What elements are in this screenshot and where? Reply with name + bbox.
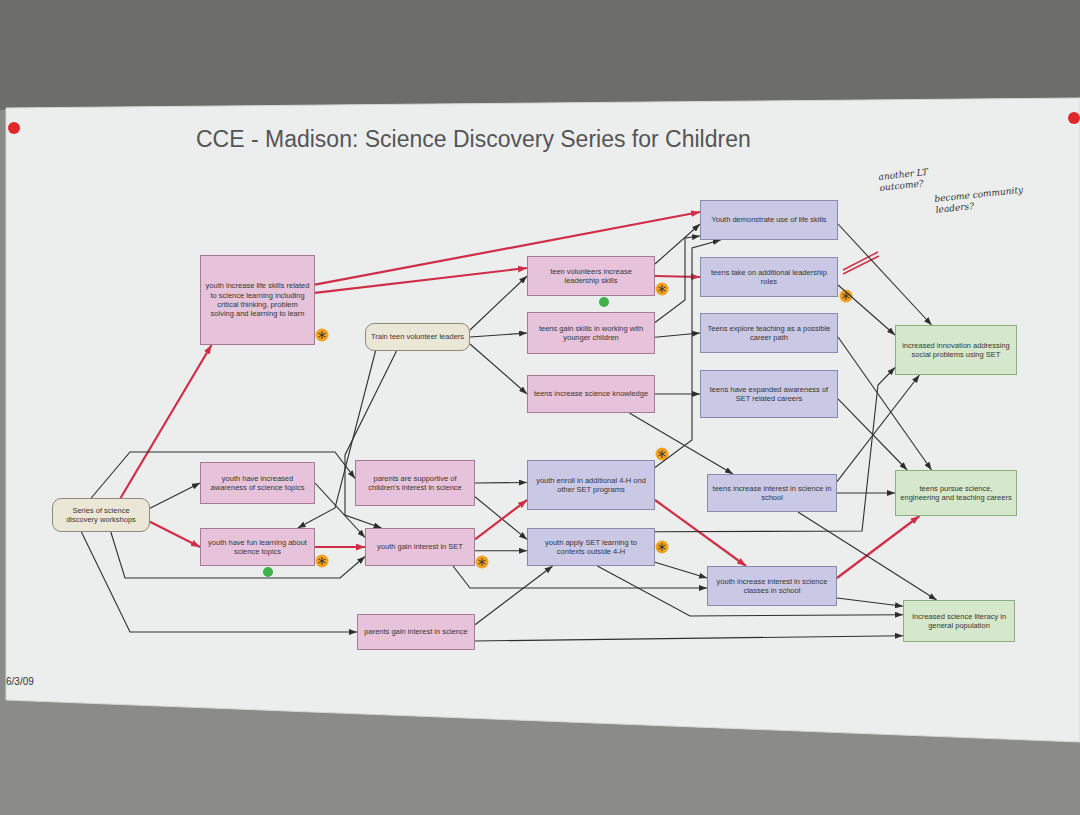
connector-arrow <box>655 236 700 323</box>
short-term-outcome-box: teens increase science knowledge <box>527 375 655 413</box>
box-text: youth have increased awareness of scienc… <box>205 474 310 493</box>
connector-arrow <box>453 566 707 588</box>
connector-arrow <box>470 344 527 394</box>
connector-arrow <box>475 550 527 551</box>
mid-term-outcome-box: teens increase interest in science in sc… <box>707 474 837 512</box>
connector-arrow <box>475 636 903 641</box>
connector-arrow <box>655 368 895 532</box>
mid-term-outcome-box: youth enroll in additional 4-H ond other… <box>527 460 655 510</box>
wall-top <box>0 0 1080 110</box>
star-sticker <box>316 329 329 342</box>
connector-arrow <box>655 393 700 394</box>
connector-arrow <box>315 268 527 293</box>
connector-arrow <box>150 522 200 547</box>
green-dot-sticker <box>263 567 273 577</box>
short-term-outcome-box: youth have fun learning about science to… <box>200 528 315 566</box>
box-text: Train teen volunteer leaders <box>371 332 464 341</box>
connector-arrow <box>150 483 200 508</box>
short-term-outcome-box: youth increase life skills related to sc… <box>200 255 315 345</box>
connector-arrow <box>837 516 919 578</box>
box-text: youth gain interest in SET <box>377 542 463 551</box>
star-sticker <box>656 283 669 296</box>
short-term-outcome-box: parents are supportive of children's int… <box>355 460 475 506</box>
box-text: youth have fun learning about science to… <box>205 538 310 557</box>
box-text: increased innovation addressing social p… <box>900 341 1012 360</box>
connector-arrow <box>111 532 365 578</box>
box-text: youth increase life skills related to sc… <box>205 281 310 319</box>
box-text: parents are supportive of children's int… <box>360 474 470 493</box>
connector-arrow <box>655 276 700 277</box>
box-text: Teens explore teaching as a possible car… <box>705 324 833 343</box>
long-term-outcome-box: teens pursue science, engineering and te… <box>895 470 1017 516</box>
connector-arrow <box>837 492 895 493</box>
star-sticker <box>476 556 489 569</box>
connector-arrow <box>315 546 365 548</box>
mid-term-outcome-box: teens have expanded awareness of SET rel… <box>700 370 838 418</box>
mid-term-outcome-box: Youth demonstrate use of life skills <box>700 200 838 240</box>
box-text: teens increase science knowledge <box>534 389 648 398</box>
connector-arrow <box>475 566 553 625</box>
mid-term-outcome-box: youth increase interest in science class… <box>707 566 837 606</box>
pin <box>1068 112 1080 124</box>
connector-arrow <box>838 399 907 470</box>
connector-arrow <box>475 482 527 484</box>
star-sticker <box>316 555 329 568</box>
long-term-outcome-box: Increased science literacy in general po… <box>903 600 1015 642</box>
short-term-outcome-box: teens gain skills in working with younge… <box>527 312 655 354</box>
start-box: Series of science discovery workshops <box>52 498 150 532</box>
box-text: teens have expanded awareness of SET rel… <box>705 385 833 404</box>
box-text: Increased science literacy in general po… <box>908 612 1010 631</box>
star-sticker <box>656 541 669 554</box>
box-text: teens increase interest in science in sc… <box>712 484 832 503</box>
diagram-title: CCE - Madison: Science Discovery Series … <box>196 126 751 153</box>
connector-arrow <box>470 333 527 337</box>
poster-sheet <box>6 98 1080 742</box>
box-text: youth increase interest in science class… <box>712 577 832 596</box>
connector-arrow <box>655 333 700 337</box>
connector-arrow <box>91 452 355 498</box>
green-dot-sticker <box>599 297 609 307</box>
box-text: Youth demonstrate use of life skills <box>711 215 826 224</box>
short-term-outcome-box: youth gain interest in SET <box>365 528 475 566</box>
connector-arrow <box>121 345 212 498</box>
connector-arrow <box>655 224 700 264</box>
connector-arrow <box>475 497 527 540</box>
box-text: teen volunteers increase leadership skil… <box>532 267 650 286</box>
date-label: 6/3/09 <box>6 676 66 688</box>
pin <box>8 122 20 134</box>
long-term-outcome-box: increased innovation addressing social p… <box>895 325 1017 375</box>
start-box: Train teen volunteer leaders <box>365 323 470 351</box>
mid-term-outcome-box: teens take on additional leadership role… <box>700 257 838 297</box>
connector-arrow <box>838 285 895 335</box>
box-text: Series of science discovery workshops <box>57 506 145 525</box>
connector-arrow <box>838 224 932 325</box>
box-text: youth enroll in additional 4-H ond other… <box>532 476 650 495</box>
connector-arrow <box>837 598 903 606</box>
connector-arrow <box>470 276 527 330</box>
short-term-outcome-box: parents gain interest in science <box>357 614 475 650</box>
connector-arrow <box>597 566 903 616</box>
box-text: teens take on additional leadership role… <box>705 268 833 287</box>
connector-arrow <box>837 375 919 482</box>
short-term-outcome-box: youth have increased awareness of scienc… <box>200 462 315 504</box>
box-text: teens pursue science, engineering and te… <box>900 484 1012 503</box>
box-text: teens gain skills in working with younge… <box>532 324 650 343</box>
connector-arrow <box>655 562 707 578</box>
box-text: youth apply SET learning to contexts out… <box>532 538 650 557</box>
short-term-outcome-box: teen volunteers increase leadership skil… <box>527 256 655 296</box>
connector-arrow <box>475 500 527 539</box>
mid-term-outcome-box: youth apply SET learning to contexts out… <box>527 528 655 566</box>
mid-term-outcome-box: Teens explore teaching as a possible car… <box>700 313 838 353</box>
box-text: parents gain interest in science <box>364 627 467 636</box>
